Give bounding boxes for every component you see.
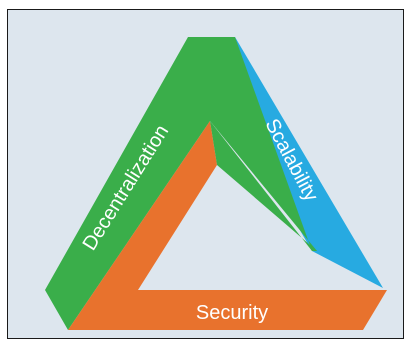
security-arm bbox=[68, 121, 387, 330]
decentralization-arm bbox=[45, 37, 317, 330]
label-security: Security bbox=[196, 302, 268, 324]
